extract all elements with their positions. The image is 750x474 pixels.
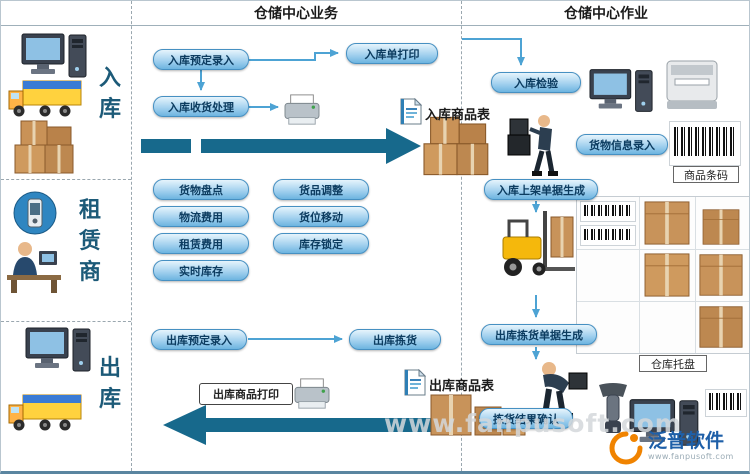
watermark-text: www.fanpusoft.com bbox=[384, 409, 682, 438]
node-goods-adjust: 货品调整 bbox=[273, 179, 369, 200]
warehouse-pallet-caption: 仓库托盘 bbox=[639, 355, 707, 372]
node-location-move: 货位移动 bbox=[273, 206, 369, 227]
computer-icon bbox=[629, 395, 701, 451]
main-flow-arrows bbox=[141, 128, 459, 445]
document-icon bbox=[400, 97, 423, 125]
inbound-goods-table-label: 入库商品表 bbox=[425, 108, 491, 123]
boxes-icon bbox=[13, 117, 77, 177]
node-inbound-reserve-entry: 入库预定录入 bbox=[153, 49, 249, 70]
column-divider-right bbox=[461, 1, 462, 471]
printer-icon bbox=[283, 93, 321, 127]
node-logistics-cost: 物流费用 bbox=[153, 206, 249, 227]
node-inbound-order-print: 入库单打印 bbox=[346, 43, 438, 64]
node-goods-info-entry: 货物信息录入 bbox=[576, 134, 668, 155]
brand-name: 泛普软件 bbox=[648, 430, 725, 452]
pallet-box-icon bbox=[699, 253, 743, 297]
node-inbound-shelving-doc-gen: 入库上架单据生成 bbox=[484, 179, 598, 200]
header-divider bbox=[1, 25, 749, 26]
barcode-image bbox=[580, 225, 636, 246]
node-realtime-stock: 实时库存 bbox=[153, 260, 249, 281]
phone-icon bbox=[13, 191, 57, 235]
fanpu-logo-icon bbox=[609, 431, 643, 465]
node-picking-result-confirm: 拣货结果确认 bbox=[479, 408, 573, 429]
truck-icon bbox=[7, 393, 83, 435]
computer-icon bbox=[25, 327, 93, 373]
node-outbound-picking-doc-gen: 出库拣货单据生成 bbox=[481, 324, 597, 345]
fanpu-logo: 泛普软件 www.fanpusoft.com bbox=[609, 431, 734, 465]
node-lease-cost: 租赁费用 bbox=[153, 233, 249, 254]
section-label-lessor: 租赁商 bbox=[78, 198, 101, 285]
computer-icon bbox=[589, 63, 655, 119]
barcode-scanner-icon bbox=[593, 381, 633, 439]
left-section-divider-2 bbox=[1, 321, 131, 322]
truck-icon bbox=[7, 79, 83, 121]
node-outbound-goods-print: 出库商品打印 bbox=[199, 383, 293, 405]
label-printer-icon bbox=[661, 53, 723, 115]
node-goods-inventory: 货物盘点 bbox=[153, 179, 249, 200]
section-label-outbound: 出库 bbox=[98, 356, 121, 412]
section-label-inbound: 入库 bbox=[98, 66, 121, 122]
pallet-box-icon bbox=[699, 305, 743, 349]
operations-column-title: 仓储中心作业 bbox=[564, 6, 648, 22]
outbound-goods-table-label: 出库商品表 bbox=[429, 379, 495, 394]
barcode-image bbox=[705, 389, 747, 417]
printer-icon bbox=[293, 377, 331, 411]
barcode-image bbox=[669, 121, 741, 166]
pallet-box-icon bbox=[643, 201, 691, 245]
pallet-box-icon bbox=[699, 209, 743, 245]
node-inbound-inspection: 入库检验 bbox=[491, 72, 581, 93]
barcode-image bbox=[580, 201, 636, 222]
computer-icon bbox=[21, 33, 89, 79]
node-outbound-reserve-entry: 出库预定录入 bbox=[151, 329, 247, 350]
document-icon bbox=[404, 368, 427, 396]
forklift-icon bbox=[493, 209, 577, 293]
left-section-divider-1 bbox=[1, 179, 131, 180]
product-barcode-caption: 商品条码 bbox=[673, 166, 739, 183]
pallet-rack bbox=[576, 196, 749, 354]
operator-desk-icon bbox=[3, 237, 65, 295]
business-column-title: 仓储中心业务 bbox=[254, 6, 338, 22]
boxes-icon bbox=[421, 113, 493, 179]
node-stock-lock: 库存锁定 bbox=[273, 233, 369, 254]
worker-pushing-icon bbox=[506, 109, 564, 179]
pallet-box-icon bbox=[643, 253, 691, 297]
brand-site: www.fanpusoft.com bbox=[648, 452, 734, 461]
node-inbound-receive-process: 入库收货处理 bbox=[153, 96, 249, 117]
node-outbound-picking: 出库拣货 bbox=[349, 329, 441, 350]
column-divider-left bbox=[131, 1, 132, 471]
